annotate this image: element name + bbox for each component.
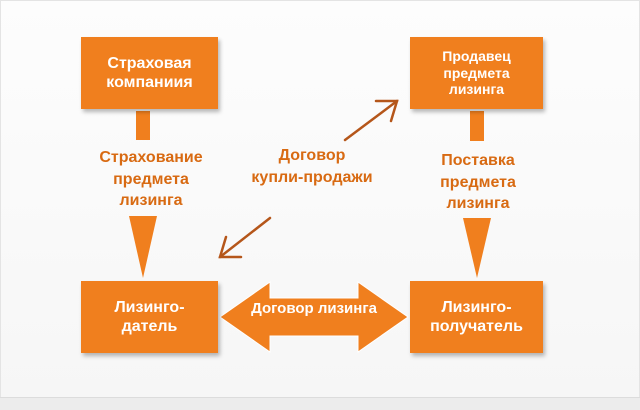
lessee-box: Лизинго- получатель bbox=[410, 281, 543, 353]
lessor-label: Лизинго- датель bbox=[114, 298, 185, 335]
purchase-arrow-up bbox=[343, 99, 399, 142]
purchase-contract-label: Договор купли-продажи bbox=[251, 147, 373, 186]
leasing-double-arrow bbox=[219, 281, 409, 353]
seller-label: Продавец предмета лизинга bbox=[442, 47, 511, 98]
supply-connector-arrowhead bbox=[463, 218, 491, 278]
insurance-connector-arrowhead bbox=[129, 216, 157, 278]
seller-box: Продавец предмета лизинга bbox=[410, 37, 543, 109]
insurance-company-box: Страховая компаниия bbox=[81, 37, 218, 109]
lessor-box: Лизинго- датель bbox=[81, 281, 218, 353]
insurance-company-label: Страховая компаниия bbox=[106, 54, 193, 91]
supply-connector-stem bbox=[470, 111, 484, 141]
insurance-edge-label: Страхование предмета лизинга bbox=[99, 149, 203, 210]
supply-edge-label: Поставка предмета лизинга bbox=[440, 152, 516, 213]
bottom-frame-strip bbox=[0, 397, 640, 410]
purchase-arrow-down bbox=[218, 216, 272, 259]
lessee-label: Лизинго- получатель bbox=[430, 298, 523, 335]
leasing-contract-label: Договор лизинга bbox=[251, 300, 377, 317]
insurance-connector-stem bbox=[136, 111, 150, 140]
